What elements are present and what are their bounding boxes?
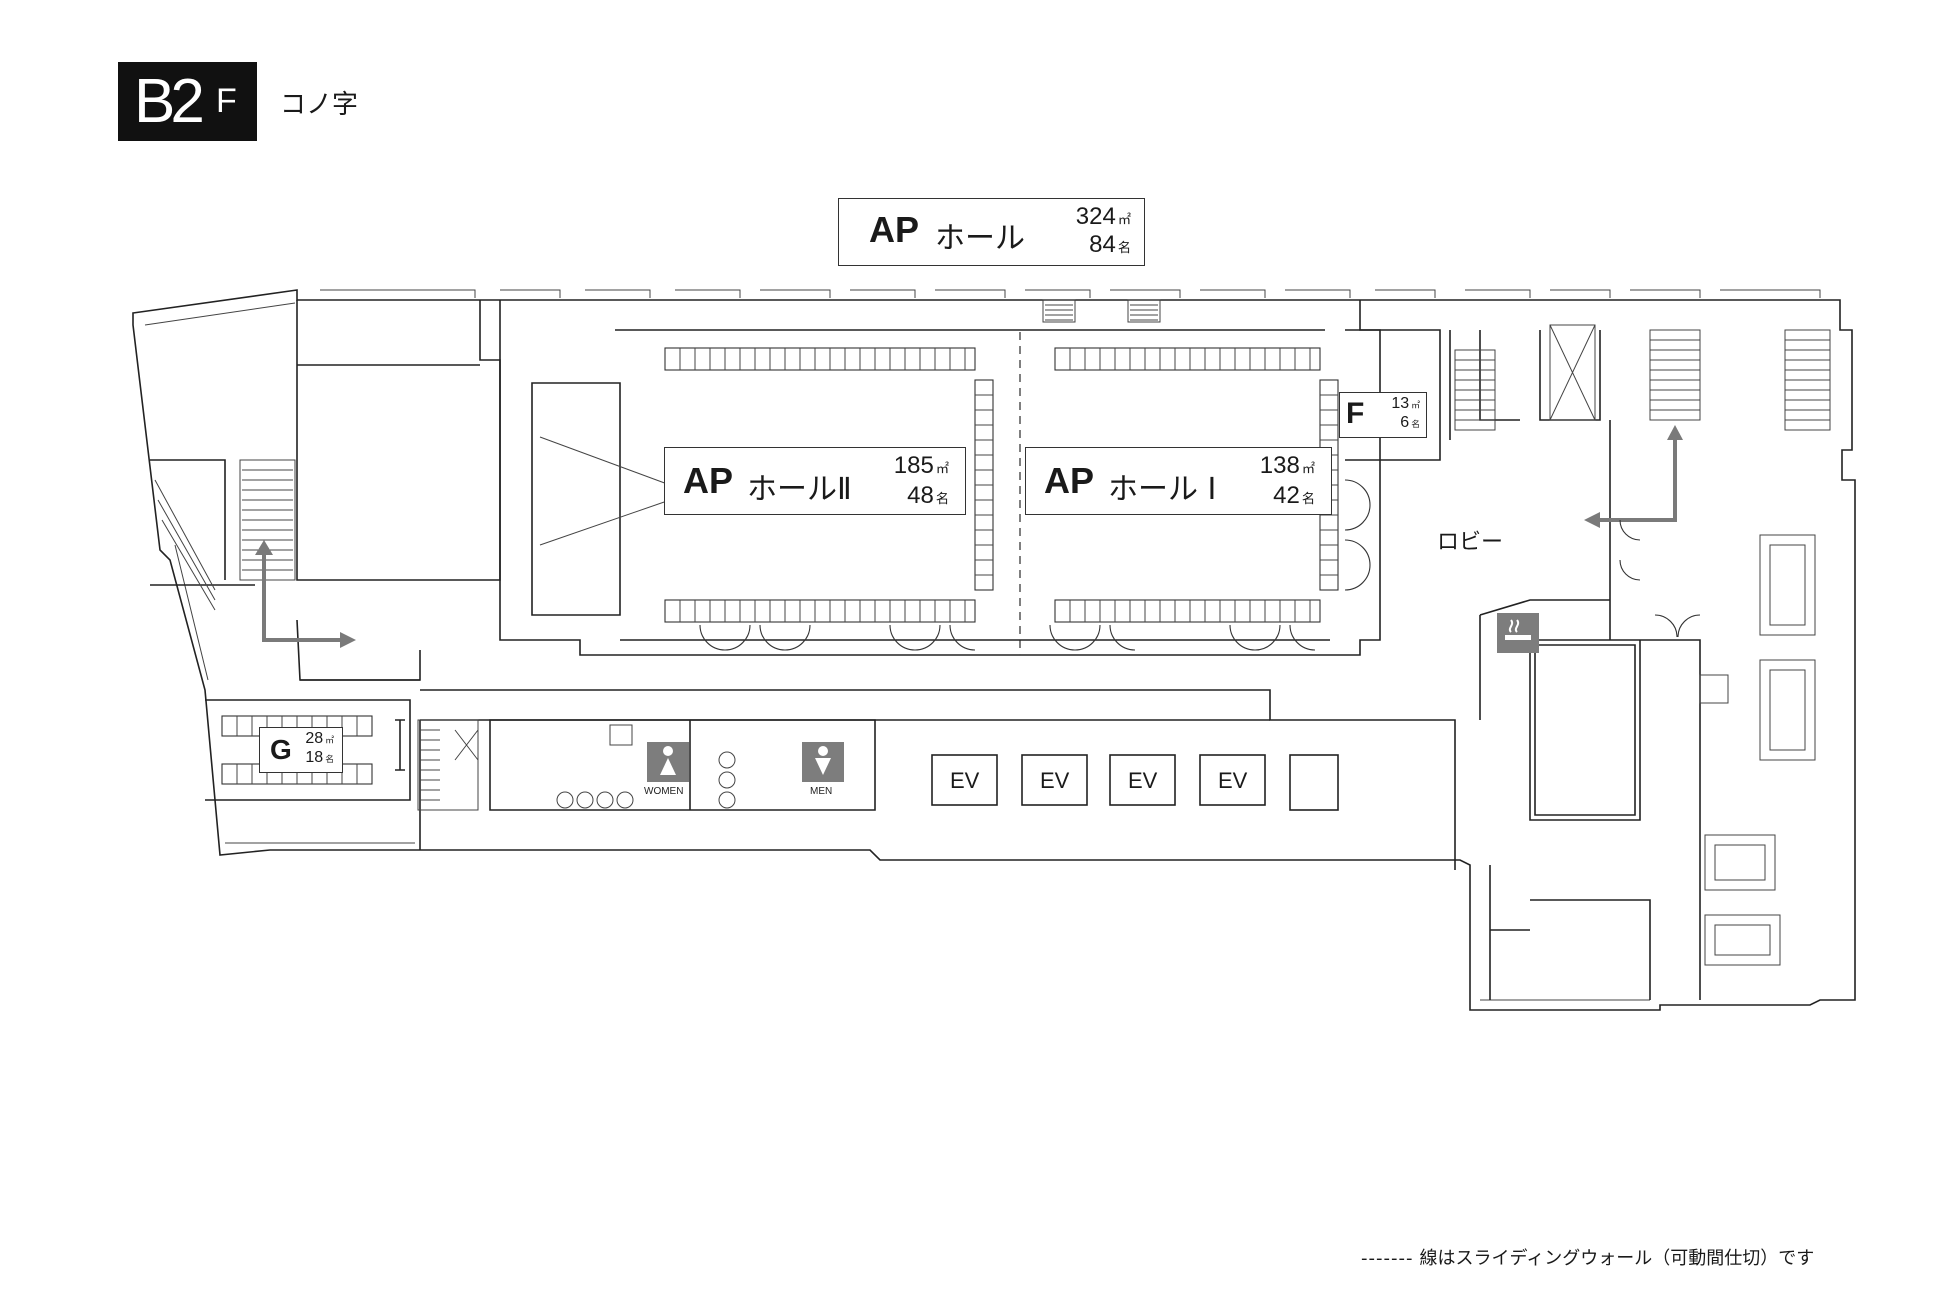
room-code: AP (869, 209, 920, 250)
chairs-hall-1 (1054, 347, 1339, 623)
floor-suffix: F (216, 82, 237, 120)
women-label: WOMEN (644, 786, 684, 797)
windows-top (320, 289, 1821, 298)
route-arrow-right (1595, 430, 1677, 522)
men-label: MEN (810, 786, 833, 797)
route-arrow-left (262, 545, 345, 642)
smoking-area-icon (1497, 613, 1539, 653)
stairs-right (1454, 324, 1831, 431)
legend-dashes: ------- (1361, 1248, 1414, 1269)
right-doors (1619, 519, 1701, 638)
layout-name: コノ字 (280, 90, 359, 120)
stairs-center-left (417, 719, 479, 811)
elevator-label: EV (950, 768, 980, 793)
vent-grilles (1042, 299, 1161, 323)
room-code: AP (1044, 460, 1095, 501)
legend-note: -------線はスライディングウォール（可動間仕切）です (1361, 1244, 1814, 1270)
outer-wall (132, 289, 1856, 1011)
room-code: G (270, 734, 292, 765)
floor-badge: B2 F (118, 62, 257, 141)
women-restroom-icon (647, 742, 689, 782)
lobby-label: ロビー (1437, 530, 1504, 555)
room-code: AP (683, 460, 734, 501)
room-name: ホール Ⅰ (1108, 472, 1217, 507)
elevator-label: EV (1218, 768, 1248, 793)
room-name: ホールⅡ (747, 472, 852, 507)
right-fixtures (1699, 534, 1816, 966)
legend-text: 線はスライディングウォール（可動間仕切）です (1419, 1248, 1815, 1269)
room-name: ホール (935, 221, 1025, 256)
elevator-label: EV (1128, 768, 1158, 793)
restroom-fixtures (556, 724, 736, 809)
elevator-shafts (931, 754, 1339, 811)
stairs-left (154, 459, 296, 611)
chairs-hall-2-top (664, 347, 994, 623)
hall-doors (699, 479, 1371, 651)
elevator-label: EV (1040, 768, 1070, 793)
men-restroom-icon (802, 742, 844, 782)
floor-number: B2 (134, 67, 205, 136)
room-code: F (1346, 397, 1365, 430)
